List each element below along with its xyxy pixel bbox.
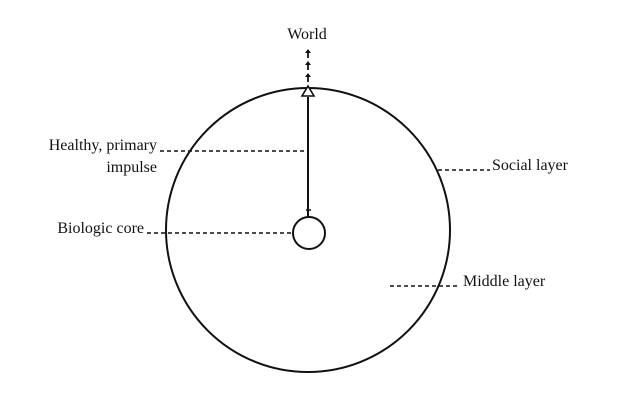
label-healthy-line1: Healthy, primary xyxy=(49,137,157,154)
label-healthy-line2: impulse xyxy=(106,159,157,176)
core-circle xyxy=(292,216,326,250)
label-biologic-core: Biologic core xyxy=(57,220,144,237)
dotted-arrows-to-world xyxy=(305,49,311,82)
label-social-layer: Social layer xyxy=(492,157,569,174)
label-middle-layer: Middle layer xyxy=(463,273,546,290)
arrowhead-outline xyxy=(300,84,316,97)
label-world: World xyxy=(287,26,327,43)
